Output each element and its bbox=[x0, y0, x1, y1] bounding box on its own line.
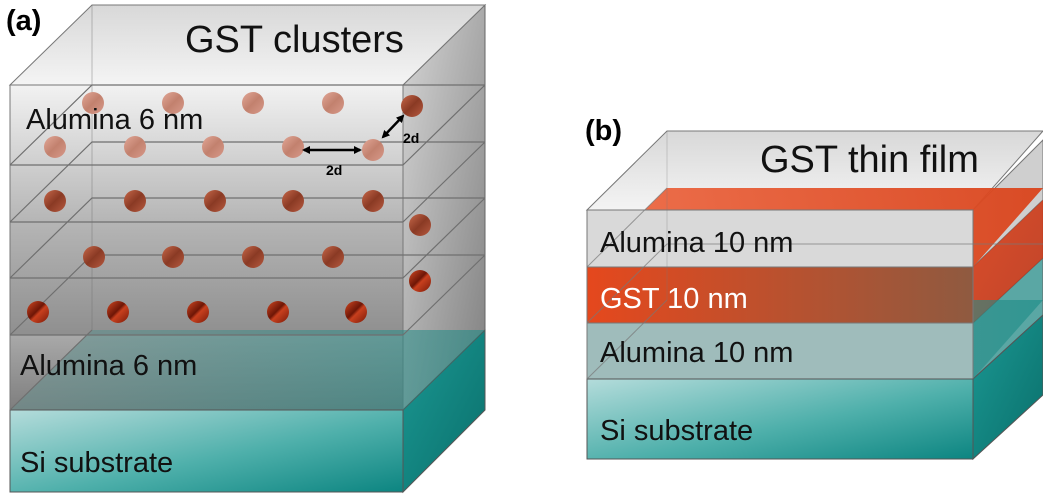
cluster-particle bbox=[27, 301, 49, 323]
cluster-particle bbox=[242, 246, 264, 268]
spacing-label-diagonal: 2d bbox=[403, 130, 419, 146]
cluster-particle bbox=[82, 92, 104, 114]
cluster-particle bbox=[162, 92, 184, 114]
cluster-particle bbox=[124, 136, 146, 158]
cluster-particle bbox=[107, 301, 129, 323]
cluster-particle bbox=[83, 246, 105, 268]
panel-b-label: (b) bbox=[585, 115, 622, 147]
cluster-particle bbox=[162, 246, 184, 268]
panel-b-layer-label: GST 10 nm bbox=[600, 283, 748, 315]
cluster-particle bbox=[242, 92, 264, 114]
cluster-particle bbox=[124, 190, 146, 212]
cluster-particle bbox=[362, 139, 384, 161]
cluster-particle bbox=[44, 136, 66, 158]
cluster-particle bbox=[362, 190, 384, 212]
panel-b-substrate-front bbox=[586, 378, 974, 460]
panel-a-clusters bbox=[27, 92, 431, 323]
cluster-particle bbox=[202, 136, 224, 158]
panel-a-substrate-front bbox=[9, 409, 404, 493]
cluster-particle bbox=[204, 190, 226, 212]
panel-b-layer-label: Alumina 10 nm bbox=[600, 337, 793, 369]
cluster-particle bbox=[267, 301, 289, 323]
cluster-particle bbox=[322, 246, 344, 268]
cluster-particle bbox=[401, 95, 423, 117]
cluster-particle bbox=[282, 136, 304, 158]
panel-b-gst-side-orange bbox=[973, 200, 1043, 323]
spacing-arrow-diagonal bbox=[381, 114, 405, 139]
cluster-particle bbox=[322, 92, 344, 114]
cluster-particle bbox=[44, 190, 66, 212]
panel-a-substrate-label: Si substrate bbox=[20, 447, 173, 479]
panel-a-top-layer-label: Alumina 6 nm bbox=[26, 104, 203, 136]
panel-b-alumina-bottom-front bbox=[586, 322, 974, 380]
spacing-label-horizontal: 2d bbox=[326, 162, 342, 178]
panel-b-alumina-top-front bbox=[586, 209, 974, 268]
panel-a: (a) GST clusters Alumina 6 nm Alumina 6 … bbox=[6, 3, 487, 494]
panel-b-title: GST thin film bbox=[760, 139, 979, 181]
panel-b: (b) GST thin film Alumina 10 nm GST 10 n… bbox=[585, 115, 1043, 461]
panel-a-bottom-layer-label: Alumina 6 nm bbox=[20, 350, 197, 382]
cluster-particle bbox=[187, 301, 209, 323]
cluster-particle bbox=[409, 270, 431, 292]
panel-a-title: GST clusters bbox=[185, 19, 404, 61]
cluster-particle bbox=[409, 214, 431, 236]
panel-b-layer-label: Alumina 10 nm bbox=[600, 227, 793, 259]
panel-b-layer-label: Si substrate bbox=[600, 415, 753, 447]
cluster-particle bbox=[282, 190, 304, 212]
panel-b-layer-lines bbox=[586, 131, 1043, 380]
panel-a-substrate-top bbox=[10, 330, 485, 410]
panel-a-label: (a) bbox=[6, 5, 41, 37]
cluster-particle bbox=[345, 301, 367, 323]
